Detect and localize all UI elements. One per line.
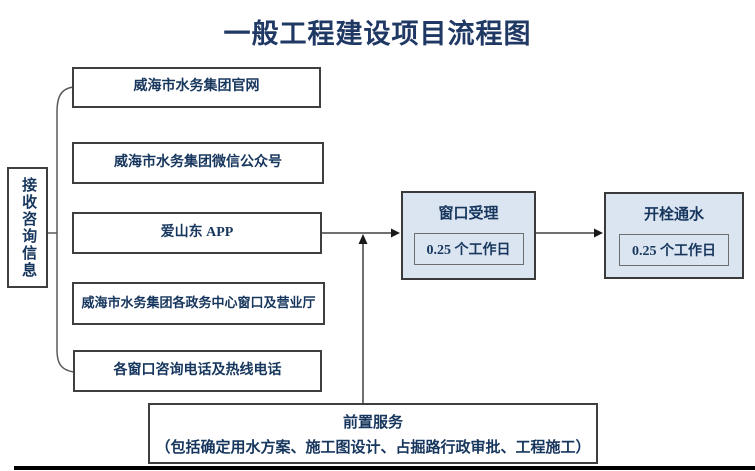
arrowhead-right-icon: [594, 228, 603, 238]
step-open-valve-water-label: 开栓通水: [643, 207, 704, 223]
bottom-divider: [14, 466, 755, 470]
arrowhead-right-icon: [391, 228, 400, 238]
step-window-acceptance-duration: 0.25 个工作日: [413, 233, 524, 265]
step-open-valve-water: 开栓通水 0.25 个工作日: [604, 192, 744, 279]
receive-consult-info-label: 接收咨询信息: [20, 176, 37, 279]
page-title: 一般工程建设项目流程图: [223, 19, 532, 49]
channel-aishandong-app: 爱山东 APP: [72, 212, 322, 254]
step-open-valve-water-duration: 0.25 个工作日: [619, 234, 729, 266]
pre-service-box: 前置服务 （包括确定用水方案、施工图设计、占掘路行政审批、工程施工）: [148, 403, 598, 464]
pre-service-detail: （包括确定用水方案、施工图设计、占掘路行政审批、工程施工）: [155, 439, 591, 456]
arrowhead-up-icon: [358, 234, 368, 244]
step-window-acceptance: 窗口受理 0.25 个工作日: [401, 191, 536, 280]
brace-connector: [56, 86, 75, 373]
channel-service-windows: 威海市水务集团各政务中心窗口及营业厅: [72, 282, 325, 325]
channel-hotlines: 各窗口咨询电话及热线电话: [73, 350, 322, 392]
step-window-acceptance-label: 窗口受理: [438, 206, 499, 222]
channel-official-website: 威海市水务集团官网: [72, 67, 321, 108]
pre-service-title: 前置服务: [342, 414, 403, 431]
receive-consult-info-box: 接收咨询信息: [7, 167, 48, 288]
channel-wechat-account: 威海市水务集团微信公众号: [72, 142, 324, 184]
